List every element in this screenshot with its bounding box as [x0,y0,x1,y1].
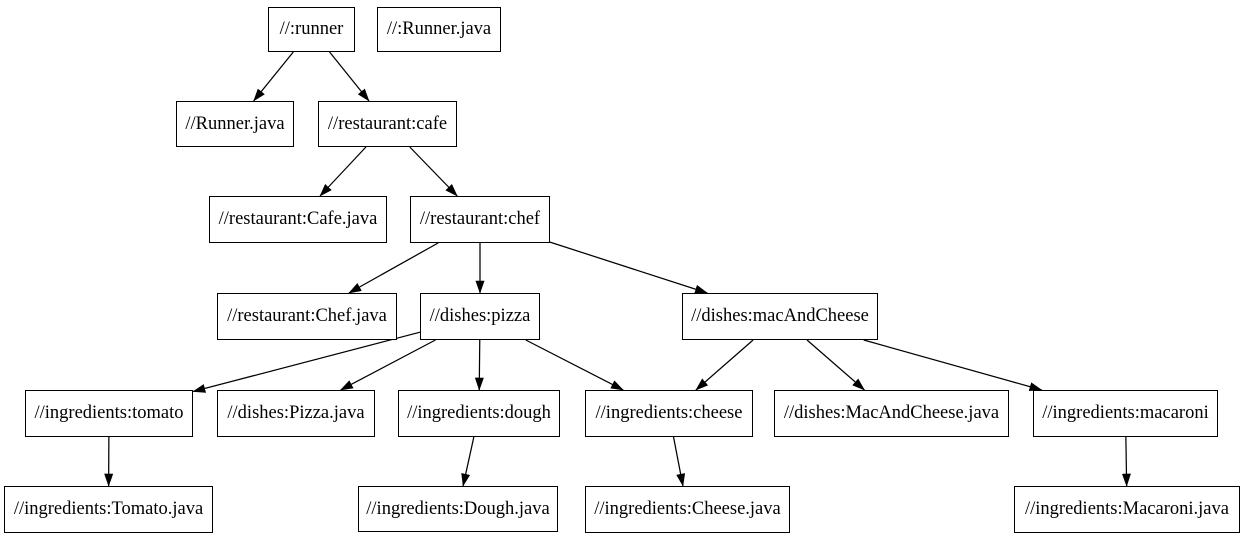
edge-cafe-to-cafe-java [319,146,367,197]
graph-node-dough-java: //ingredients:Dough.java [358,486,558,532]
edge-mac-and-cheese-to-mac-and-cheese-java [806,339,866,391]
graph-node-pizza: //dishes:pizza [420,293,540,340]
graph-node-cafe-java: //restaurant:Cafe.java [209,196,387,243]
graph-node-cafe: //restaurant:cafe [318,101,457,147]
edge-cheese-to-cheese-java [672,436,686,487]
edge-pizza-to-tomato [192,331,421,393]
graph-node-label: //ingredients:dough [407,403,551,424]
graph-node-label: //ingredients:Tomato.java [13,499,204,520]
graph-node-runner-java-src: //:Runner.java [377,7,501,52]
graph-node-label: //ingredients:cheese [595,403,743,424]
graph-node-label: //:Runner.java [386,19,492,40]
graph-node-runner-java: //Runner.java [176,101,294,147]
graph-node-label: //:runner [279,19,344,40]
edge-pizza-to-dough [474,339,484,391]
graph-node-label: //dishes:MacAndCheese.java [783,403,1000,424]
graph-node-chef-java: //restaurant:Chef.java [217,293,397,340]
graph-node-label: //restaurant:cafe [327,113,448,134]
graph-node-label: //restaurant:chef [419,209,541,230]
edge-chef-to-mac-and-cheese [549,241,708,294]
edge-cafe-to-chef [409,146,458,197]
graph-node-label: //dishes:Pizza.java [227,403,365,424]
edge-pizza-to-cheese [525,339,624,391]
graph-node-label: //dishes:macAndCheese [691,306,869,327]
graph-node-runner: //:runner [268,7,355,52]
graph-node-label: //ingredients:tomato [34,403,184,424]
graph-node-macaroni-java: //ingredients:Macaroni.java [1014,486,1240,533]
graph-node-cheese-java: //ingredients:Cheese.java [585,486,790,533]
edge-dough-to-dough-java [461,436,475,487]
edge-mac-and-cheese-to-macaroni [863,339,1043,392]
edge-runner-to-cafe [329,51,370,102]
edge-chef-to-chef-java [348,242,439,294]
graph-node-chef: //restaurant:chef [410,196,550,243]
graph-node-dough: //ingredients:dough [398,390,560,437]
edge-macaroni-to-macaroni-java [1121,436,1131,487]
graph-node-label: //ingredients:Macaroni.java [1025,499,1229,520]
graph-node-tomato: //ingredients:tomato [25,390,193,437]
graph-node-label: //ingredients:macaroni [1042,403,1209,424]
graph-node-pizza-java: //dishes:Pizza.java [217,390,375,437]
graph-node-tomato-java: //ingredients:Tomato.java [4,486,213,533]
graph-node-label: //ingredients:Dough.java [366,498,550,519]
edge-mac-and-cheese-to-cheese [695,339,754,391]
edge-pizza-to-pizza-java [339,339,436,391]
graph-node-mac-and-cheese: //dishes:macAndCheese [682,293,878,340]
graph-node-label: //restaurant:Chef.java [227,306,387,327]
graph-node-cheese: //ingredients:cheese [585,390,753,437]
graph-node-label: //restaurant:Cafe.java [218,209,378,230]
graph-node-label: //dishes:pizza [429,306,531,327]
edge-runner-to-runner-java [253,51,294,102]
graph-node-label: //ingredients:Cheese.java [594,499,781,520]
graph-node-label: //Runner.java [185,113,285,134]
graph-node-macaroni: //ingredients:macaroni [1033,390,1218,437]
graph-node-mac-and-cheese-java: //dishes:MacAndCheese.java [774,390,1009,437]
